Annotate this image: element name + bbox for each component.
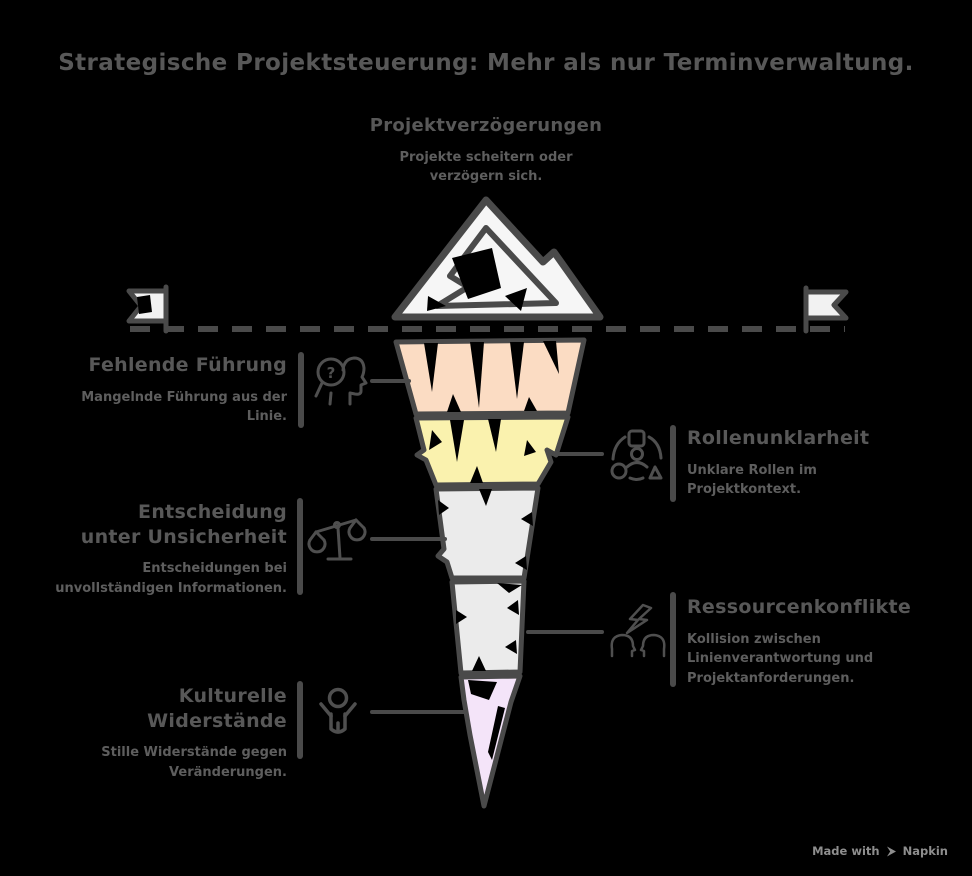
section-heading: Entscheidung unter Unsicherheit bbox=[80, 501, 287, 548]
question-mark-glyph: ? bbox=[327, 364, 336, 382]
section-description: Stille Widerstände gegen Veränderungen. bbox=[101, 745, 287, 780]
layer-5-crack-marks bbox=[468, 680, 505, 760]
section-heading: Ressourcenkonflikte bbox=[687, 596, 912, 618]
conflict-icon bbox=[610, 603, 666, 658]
section-fehlende-fuehrung: Fehlende Führung Mangelnde Führung aus d… bbox=[47, 353, 287, 427]
section-description: Entscheidungen bei unvollständigen Infor… bbox=[55, 561, 287, 596]
iceberg-layer-3 bbox=[433, 485, 541, 581]
brand-label: Napkin bbox=[902, 844, 948, 858]
person-raised-arms-icon bbox=[319, 687, 357, 734]
roles-icon bbox=[610, 429, 663, 481]
iceberg-layer-5 bbox=[458, 673, 523, 809]
section-entscheidung-unter-unsicherheit: Entscheidung unter Unsicherheit Entschei… bbox=[39, 500, 287, 598]
section-heading: Kulturelle Widerstände bbox=[147, 685, 287, 732]
divider-bar-5 bbox=[297, 681, 303, 759]
layer-4-crack-marks bbox=[456, 583, 522, 671]
made-with-label: Made with bbox=[812, 844, 880, 858]
section-description: Kollision zwischen Linienverantwortung u… bbox=[687, 631, 874, 686]
napkin-logo-icon bbox=[886, 846, 896, 856]
made-with-napkin-badge: Made with Napkin bbox=[812, 844, 948, 858]
iceberg-layer-4 bbox=[449, 578, 527, 676]
section-rollenunklarheit: Rollenunklarheit Unklare Rollen im Proje… bbox=[687, 426, 870, 500]
section-description: Unklare Rollen im Projektkontext. bbox=[687, 462, 817, 498]
divider-bar-2 bbox=[670, 425, 676, 502]
layer-3-crack-marks bbox=[438, 489, 533, 570]
divider-bar-4 bbox=[670, 592, 676, 687]
mountain-crack-marks bbox=[427, 248, 527, 311]
iceberg-mountain bbox=[391, 196, 604, 321]
page-title: Strategische Projektsteuerung: Mehr als … bbox=[58, 50, 914, 76]
scale-icon bbox=[307, 518, 367, 561]
section-kulturelle-widerstaende: Kulturelle Widerstände Stille Widerständ… bbox=[47, 684, 287, 782]
section-heading: Rollenunklarheit bbox=[687, 427, 870, 449]
divider-bar-1 bbox=[298, 352, 304, 428]
iceberg-layer-2 bbox=[413, 414, 571, 488]
section-ressourcenkonflikte: Ressourcenkonflikte Kollision zwischen L… bbox=[687, 595, 912, 688]
problem-description: Projekte scheitern oder verzögern sich. bbox=[399, 150, 573, 184]
problem-heading: Projektverzögerungen bbox=[369, 115, 603, 136]
layer-2-crack-marks bbox=[429, 419, 536, 483]
section-heading: Fehlende Führung bbox=[88, 354, 287, 376]
iceberg-layer-1 bbox=[393, 337, 587, 417]
divider-bar-3 bbox=[297, 498, 303, 595]
head-question-icon: ? bbox=[314, 356, 368, 406]
layer-1-crack-marks bbox=[424, 341, 559, 412]
section-description: Mangelnde Führung aus der Linie. bbox=[81, 389, 287, 425]
left-flag-icon bbox=[126, 284, 169, 334]
right-flag-icon bbox=[803, 285, 849, 334]
